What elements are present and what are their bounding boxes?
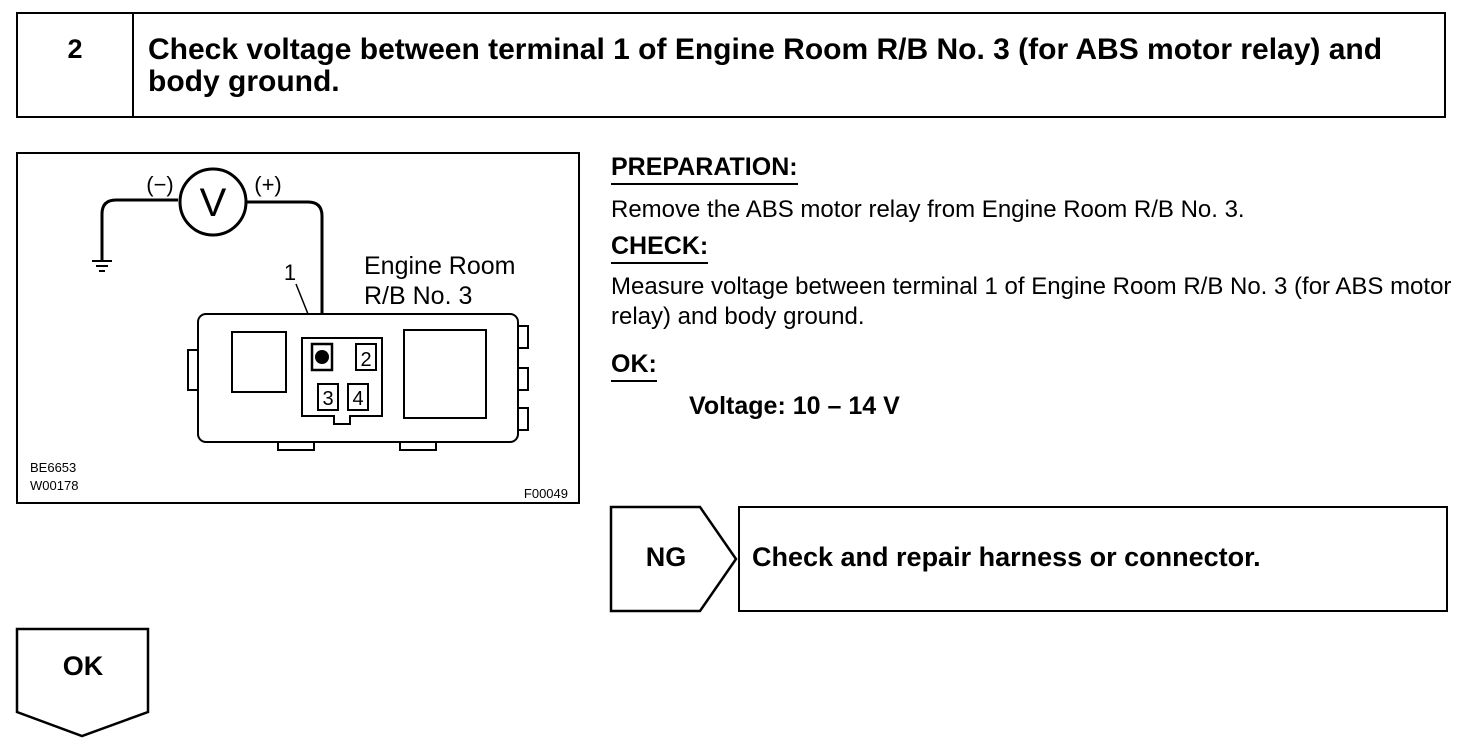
step-divider xyxy=(132,14,134,116)
ng-arrow-icon xyxy=(609,505,738,613)
ground-wire xyxy=(100,198,178,260)
negative-probe-label: (−) xyxy=(146,172,174,197)
check-text: Measure voltage between terminal 1 of En… xyxy=(611,273,1452,330)
terminal-3-label: 3 xyxy=(322,388,333,410)
figure-code-2: W00178 xyxy=(30,478,78,493)
wiring-diagram-figure: V (−) (+) 1 Engine Room R/B No. 3 xyxy=(16,152,580,504)
component-label-line1: Engine Room xyxy=(364,252,515,280)
relay-block xyxy=(187,313,529,451)
step-number: 2 xyxy=(67,34,83,64)
ok-arrow-icon xyxy=(15,627,150,738)
probe-contact xyxy=(315,350,329,364)
wiring-diagram: V (−) (+) 1 Engine Room R/B No. 3 xyxy=(30,167,568,501)
terminal-2-label: 2 xyxy=(360,349,371,371)
preparation-heading: PREPARATION: xyxy=(611,153,798,185)
ok-label: OK xyxy=(62,651,104,681)
voltmeter-symbol: V xyxy=(200,181,227,225)
ng-label: NG xyxy=(645,542,687,572)
terminal-4-label: 4 xyxy=(352,388,363,410)
preparation-text: Remove the ABS motor relay from Engine R… xyxy=(611,196,1245,223)
positive-wire xyxy=(246,200,324,354)
ok-heading: OK: xyxy=(611,350,657,382)
check-heading: CHECK: xyxy=(611,232,709,264)
step-header: 2 Check voltage between terminal 1 of En… xyxy=(16,12,1446,118)
step-title: Check voltage between terminal 1 of Engi… xyxy=(148,33,1383,98)
figure-code-1: BE6653 xyxy=(30,460,76,475)
ground-symbol-icon xyxy=(92,260,112,272)
component-label-line2: R/B No. 3 xyxy=(364,282,472,310)
figure-code-3: F00049 xyxy=(524,486,568,501)
positive-probe-label: (+) xyxy=(254,172,282,197)
ng-result-box xyxy=(738,506,1448,612)
terminal-1-label: 1 xyxy=(284,260,296,285)
ok-spec: Voltage: 10 – 14 V xyxy=(689,392,900,420)
ng-action: Check and repair harness or connector. xyxy=(752,542,1261,572)
